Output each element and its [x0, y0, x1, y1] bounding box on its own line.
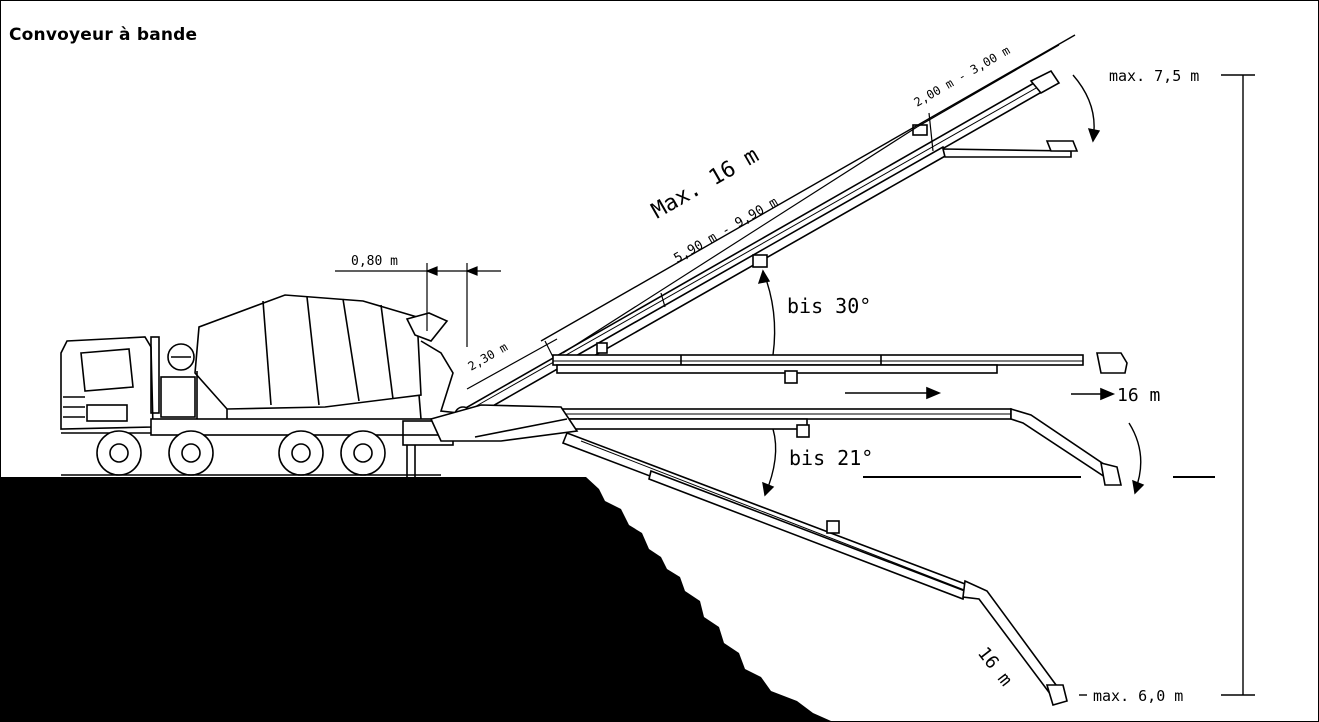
truck-cab-step [86, 404, 128, 422]
dim-upper-reach [562, 126, 918, 354]
mixer-truck [60, 294, 460, 477]
truck-fuel-tank [160, 376, 196, 418]
dim-tip-length [916, 44, 1060, 152]
arrow-horizontal-extend [845, 386, 1116, 401]
label-down-length: 16 m [973, 643, 1016, 690]
label-horizontal-length: 16 m [1117, 385, 1160, 406]
truck-cab-window [80, 348, 134, 392]
label-up-angle: bis 30° [787, 294, 871, 318]
truck-wheel-rear [340, 430, 386, 476]
label-top-height: max. 7,5 m [1109, 67, 1199, 85]
arrow-tip-swing-low [1128, 422, 1145, 495]
arc-up-angle [757, 269, 776, 356]
mixer-chute [420, 340, 460, 414]
diagram-title: Convoyeur à bande [9, 25, 198, 45]
arc-down-angle [762, 428, 777, 497]
label-down-angle: bis 21° [789, 446, 873, 470]
ground-embankment [1, 477, 831, 721]
conveyor-declined [561, 431, 1068, 706]
dim-hopper-offset [335, 263, 501, 347]
conveyor-upper-tip [941, 148, 1072, 158]
truck-exhaust [150, 336, 160, 414]
truck-wheel-second [168, 430, 214, 476]
mixer-support [196, 371, 422, 420]
dim-max-length [540, 34, 1076, 342]
conveyor-lower-tip [1010, 407, 1113, 479]
label-hopper-offset: 0,80 m [351, 254, 398, 269]
arrow-tip-swing-top [1072, 74, 1101, 143]
truck-wheel-front [96, 430, 142, 476]
boom-mount [429, 404, 579, 442]
dim-vertical-height [1079, 74, 1255, 696]
conveyor-horizontal-high [552, 352, 1128, 384]
truck-wheel-third [278, 430, 324, 476]
label-bottom-depth: max. 6,0 m [1093, 687, 1183, 705]
dim-base-length [466, 338, 558, 390]
